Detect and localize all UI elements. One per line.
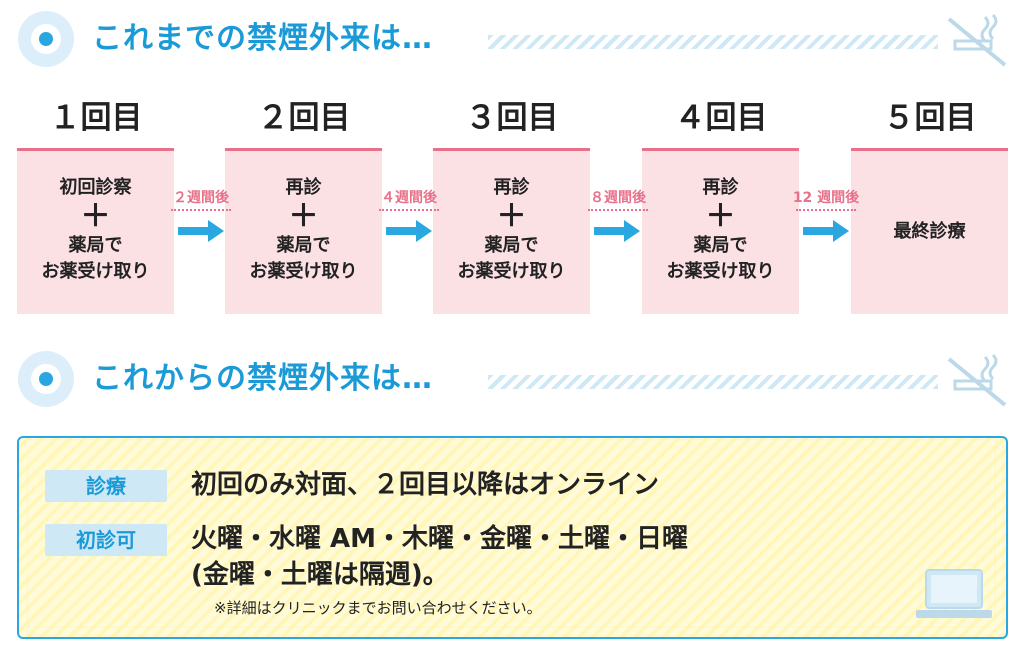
tag-first-visit: 初診可 [45,524,167,556]
arrow-right-icon [386,220,432,242]
step-box-line2: 薬局で [693,235,748,256]
arrow-right-icon [178,220,224,242]
section-title-new: これからの禁煙外来は… [92,361,433,396]
plus-icon: ＋ [288,199,319,234]
arrow-right-icon [594,220,640,242]
step-box-line3: お薬受け取り [666,261,775,282]
interval-label-1: ２週間後 [161,188,241,211]
interval-label-4: 12 週間後 [786,188,866,211]
step-box-line2: 薬局で [276,235,331,256]
step-box-line3: お薬受け取り [249,261,358,282]
step-box-line1: 最終診療 [893,221,966,242]
step-box-line2: 薬局で [484,235,539,256]
target-circle-icon [18,11,74,67]
step-label-4: ４回目 [674,100,768,136]
step-box-1: 初回診察 ＋ 薬局で お薬受け取り [17,148,174,314]
plus-icon: ＋ [80,199,111,234]
step-box-line3: お薬受け取り [457,261,566,282]
interval-label-2: ４週間後 [369,188,449,211]
laptop-icon [916,569,992,618]
step-box-line1: 再診 [493,177,530,198]
step-box-3: 再診 ＋ 薬局で お薬受け取り [433,148,590,314]
first-visit-note: (金曜・土曜は隔週)。 [191,560,449,590]
step-box-4: 再診 ＋ 薬局で お薬受け取り [642,148,799,314]
step-label-5: ５回目 [883,100,977,136]
info-box: 診療 初回のみ対面、２回目以降はオンライン 初診可 火曜・水曜 AM・木曜・金曜… [17,436,1008,639]
step-box-2: 再診 ＋ 薬局で お薬受け取り [225,148,382,314]
section-title-current: これまでの禁煙外来は… [92,21,433,56]
interval-label-3: ８週間後 [578,188,658,211]
step-box-line3: お薬受け取り [41,261,150,282]
section-header-current: これまでの禁煙外来は… [0,5,1024,75]
step-box-5: 最終診療 [851,148,1008,314]
step-box-line1: 再診 [285,177,322,198]
step-label-1: １回目 [49,100,143,136]
section-header-new: これからの禁煙外来は… [0,345,1024,415]
step-label-3: ３回目 [465,100,559,136]
consultation-text: 初回のみ対面、２回目以降はオンライン [191,470,660,500]
no-smoking-icon [947,353,1007,407]
decorative-stripe [488,375,938,389]
no-smoking-icon [947,13,1007,67]
target-circle-icon [18,351,74,407]
step-box-line2: 薬局で [68,235,123,256]
step-box-line1: 初回診察 [59,177,132,198]
tag-consultation: 診療 [45,470,167,502]
first-visit-days: 火曜・水曜 AM・木曜・金曜・土曜・日曜 [191,524,689,554]
step-label-2: ２回目 [257,100,351,136]
plus-icon: ＋ [705,199,736,234]
plus-icon: ＋ [496,199,527,234]
decorative-stripe [488,35,938,49]
arrow-right-icon [803,220,849,242]
contact-note: ※詳細はクリニックまでお問い合わせください。 [214,599,542,617]
step-box-line1: 再診 [702,177,739,198]
